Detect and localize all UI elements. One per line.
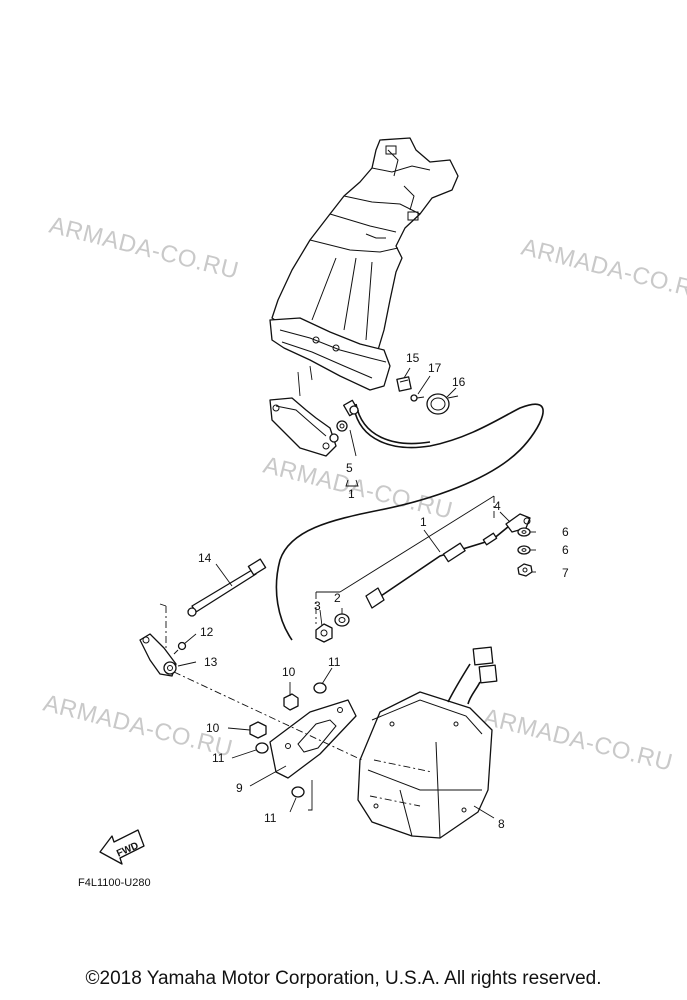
lever-item-13 [139,633,177,677]
callout-6-b: 6 [562,543,569,557]
bolt-item-10-a [283,693,299,711]
electrical-box-item-8 [357,691,493,839]
rod-item-14 [187,558,267,617]
watermark-middle: ARMADA-CO.RU [261,452,456,525]
plate-item-9 [269,699,357,779]
callout-8: 8 [498,817,505,831]
copyright-notice: ©2018 Yamaha Motor Corporation, U.S.A. A… [85,968,602,989]
washer-item-6-a [517,527,531,537]
upper-casing-outline [271,137,459,351]
bolt-item-11-c [291,786,305,798]
callout-17: 17 [428,361,442,375]
callout-15: 15 [406,351,420,365]
support-plate [269,317,391,391]
callout-10-b: 10 [206,721,220,735]
nut-item-7 [517,563,533,577]
callout-11-c: 11 [264,811,277,825]
watermark-bottom-right: ARMADA-CO.RU [481,704,676,777]
screw-item-17 [410,394,425,402]
callout-1-mid: 1 [420,515,427,529]
callout-1-top: 1 [348,487,355,501]
callout-3: 3 [314,599,321,613]
callout-11-a: 11 [328,655,341,669]
nut-item-3 [315,623,333,643]
callout-14: 14 [198,551,212,565]
callout-10-a: 10 [282,665,296,679]
leader-lines [159,367,536,819]
callout-12: 12 [200,625,214,639]
watermark-top-left: ARMADA-CO.RU [47,212,242,285]
band-item-16 [426,393,459,415]
drawing-code: F4L1100-U280 [78,877,151,889]
clamp-item-15 [396,376,412,392]
callout-11-b: 11 [212,751,225,765]
harness-connector [447,646,498,705]
washer-item-6-b [517,545,531,555]
remote-control-cable [275,399,544,641]
ref-line-1 [173,671,363,761]
callout-6-a: 6 [562,525,569,539]
callout-4: 4 [494,499,501,513]
washer-item-2 [334,613,350,627]
callout-9: 9 [236,781,243,795]
cable-inner-item-1 [365,521,515,609]
callout-2: 2 [334,591,341,605]
callout-7: 7 [562,566,569,580]
watermark-top-right: ARMADA-CO.RU [519,234,687,307]
screw-item-12 [173,641,187,655]
forward-arrow-icon: FWD [99,829,145,865]
callout-5: 5 [346,461,353,475]
bolt-item-11-a [313,682,327,694]
bolt-item-11-b [255,742,269,754]
callout-13: 13 [204,655,218,669]
grommet-item-5 [329,420,348,443]
lower-bracket [269,365,337,457]
callout-16: 16 [452,375,466,389]
bolt-item-10-b [249,721,267,739]
